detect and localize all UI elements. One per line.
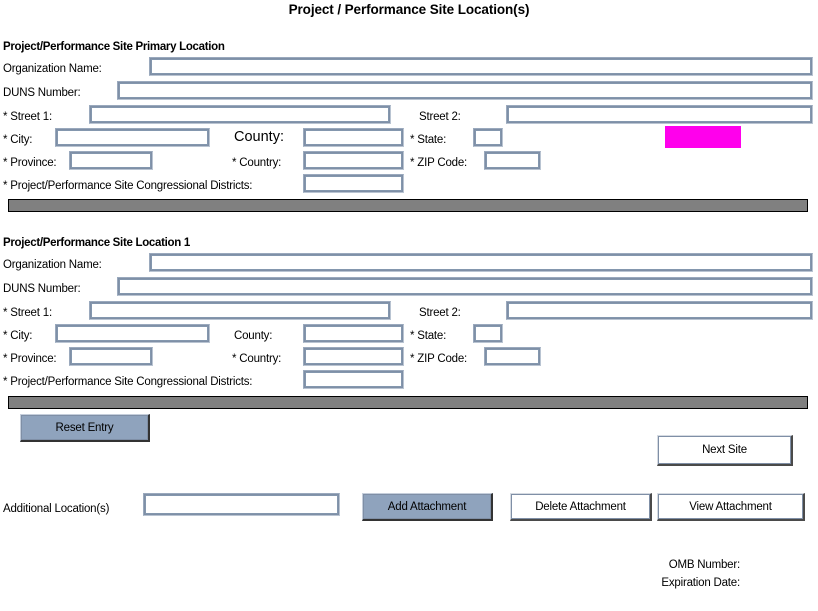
input-state-primary[interactable] [473, 128, 503, 147]
label-county-1: County: [234, 330, 273, 342]
input-county-1[interactable] [303, 324, 404, 343]
add-attachment-button[interactable]: Add Attachment [362, 493, 493, 521]
reset-entry-button-label: Reset Entry [55, 421, 114, 434]
label-street2-primary: Street 2: [419, 111, 461, 123]
label-city-1: * City: [3, 330, 33, 342]
state-help-marker [665, 126, 741, 148]
input-county-primary[interactable] [303, 128, 404, 147]
input-street1-1[interactable] [89, 301, 391, 320]
section-separator-1 [8, 199, 808, 212]
page-title: Project / Performance Site Location(s) [288, 2, 530, 17]
section-heading-location-1: Project/Performance Site Location 1 [3, 237, 190, 249]
section-separator-2 [8, 396, 808, 409]
reset-entry-button[interactable]: Reset Entry [20, 414, 150, 442]
label-street1-1: * Street 1: [3, 307, 52, 319]
label-organization-name-primary: Organization Name: [3, 63, 102, 75]
input-congressional-districts-primary[interactable] [303, 174, 404, 193]
label-country-primary: * Country: [232, 157, 282, 169]
input-duns-number-primary[interactable] [117, 81, 813, 100]
input-zip-1[interactable] [484, 347, 541, 366]
label-county-primary: County: [234, 129, 284, 145]
delete-attachment-button[interactable]: Delete Attachment [510, 493, 652, 521]
label-state-primary: * State: [410, 134, 447, 146]
label-additional-locations: Additional Location(s) [3, 503, 110, 515]
view-attachment-button[interactable]: View Attachment [657, 493, 805, 521]
input-additional-locations[interactable] [143, 493, 340, 516]
input-city-primary[interactable] [55, 128, 210, 147]
input-country-primary[interactable] [303, 151, 404, 170]
input-duns-number-1[interactable] [117, 277, 813, 296]
section-heading-primary: Project/Performance Site Primary Locatio… [3, 41, 225, 53]
label-street1-primary: * Street 1: [3, 111, 52, 123]
label-zip-primary: * ZIP Code: [410, 157, 468, 169]
input-street2-primary[interactable] [506, 105, 813, 124]
input-organization-name-1[interactable] [149, 253, 813, 272]
label-omb-number: OMB Number: [668, 559, 740, 571]
label-expiration-date: Expiration Date: [661, 577, 740, 589]
label-province-1: * Province: [3, 353, 57, 365]
input-country-1[interactable] [303, 347, 404, 366]
input-street1-primary[interactable] [89, 105, 391, 124]
label-congressional-districts-primary: * Project/Performance Site Congressional… [3, 180, 253, 192]
input-zip-primary[interactable] [484, 151, 541, 170]
input-state-1[interactable] [473, 324, 503, 343]
input-organization-name-primary[interactable] [149, 57, 813, 76]
label-street2-1: Street 2: [419, 307, 461, 319]
label-zip-1: * ZIP Code: [410, 353, 468, 365]
input-province-primary[interactable] [69, 151, 153, 170]
delete-attachment-button-label: Delete Attachment [535, 500, 626, 513]
label-country-1: * Country: [232, 353, 282, 365]
label-duns-number-1: DUNS Number: [3, 283, 81, 295]
input-city-1[interactable] [55, 324, 210, 343]
input-province-1[interactable] [69, 347, 153, 366]
label-duns-number-primary: DUNS Number: [3, 87, 81, 99]
label-state-1: * State: [410, 330, 447, 342]
next-site-button-label: Next Site [702, 444, 747, 456]
label-city-primary: * City: [3, 134, 33, 146]
input-congressional-districts-1[interactable] [303, 370, 404, 389]
label-congressional-districts-1: * Project/Performance Site Congressional… [3, 376, 253, 388]
label-province-primary: * Province: [3, 157, 57, 169]
label-organization-name-1: Organization Name: [3, 259, 102, 271]
add-attachment-button-label: Add Attachment [387, 500, 467, 513]
input-street2-1[interactable] [506, 301, 813, 320]
next-site-button[interactable]: Next Site [657, 435, 793, 466]
view-attachment-button-label: View Attachment [689, 500, 772, 513]
